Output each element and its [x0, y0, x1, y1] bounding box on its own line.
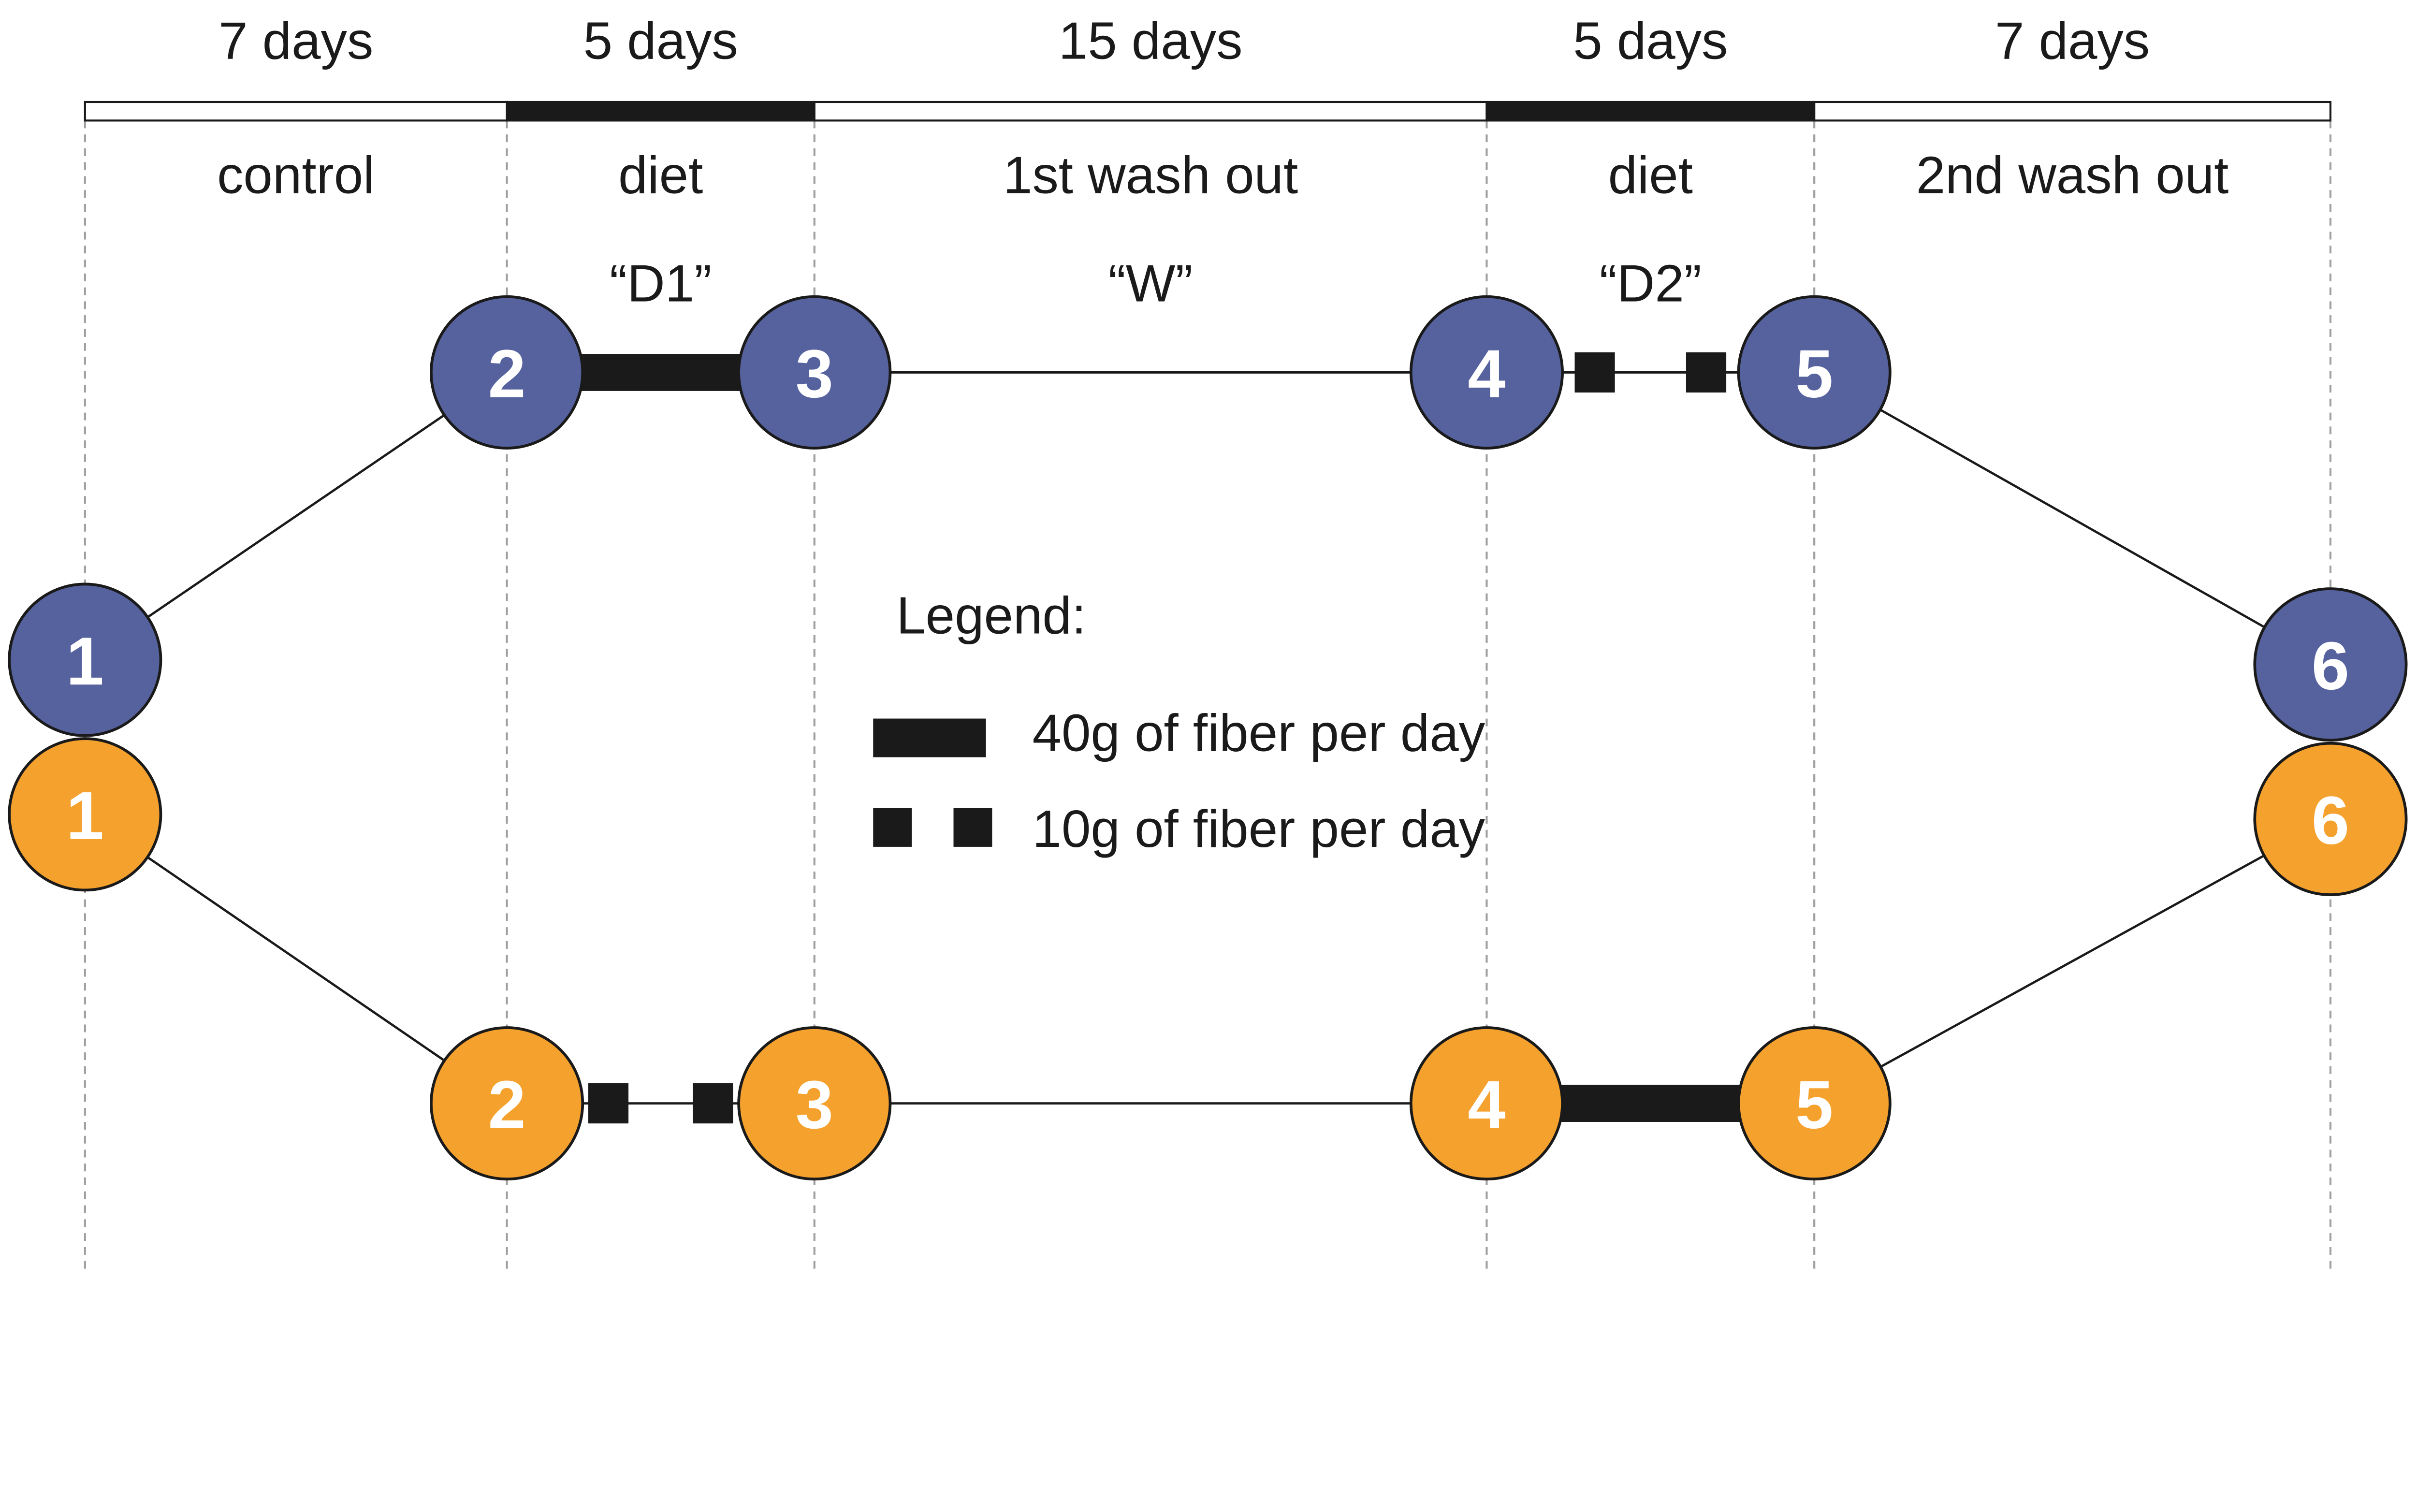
timepoint-node: 6: [2253, 741, 2408, 896]
legend-item-label: 10g of fiber per day: [1033, 800, 1485, 858]
legend-title: Legend:: [896, 587, 1086, 645]
node-number: 2: [488, 336, 525, 412]
phase-duration: 5 days: [583, 12, 738, 70]
link-line: [1814, 371, 2331, 666]
node-circle: [1737, 295, 1892, 450]
legend-dotted-swatch-1: [873, 808, 912, 847]
node-number: 2: [488, 1067, 525, 1143]
node-circle: [1737, 1026, 1892, 1181]
phases: 7 days control 5 days diet “D1” 15 days 1st wa…: [84, 12, 2332, 1269]
timepoint-node: 6: [2253, 587, 2408, 742]
low-fiber-marker: [693, 1083, 733, 1124]
node-number: 6: [2312, 783, 2349, 858]
node-circle: [737, 1026, 892, 1181]
phase-label: 1st wash out: [1003, 146, 1298, 205]
timepoint-node: 2: [430, 1026, 584, 1181]
phase-bar: [506, 101, 815, 122]
node-number: 3: [796, 336, 833, 412]
phase-code: “D1”: [610, 254, 712, 313]
node-number: 3: [796, 1067, 833, 1143]
timepoint-node: 3: [737, 1026, 892, 1181]
node-circle: [2253, 587, 2408, 742]
timepoint-node: 1: [8, 582, 162, 737]
link-line: [1814, 818, 2331, 1105]
timepoint-node: 2: [430, 295, 584, 450]
legend-thick-swatch: [873, 718, 986, 757]
phase-bar: [813, 101, 1488, 122]
phase-code: “W”: [1108, 254, 1193, 313]
node-number: 1: [66, 623, 104, 699]
phase-bar: [84, 101, 508, 122]
timepoint-node: 1: [8, 737, 162, 892]
phase-duration: 5 days: [1573, 12, 1728, 70]
low-fiber-marker: [1686, 352, 1727, 393]
nodes: 1 2 3 4 5 6 1 2 3 4 5 6: [8, 295, 2408, 1181]
timepoint-node: 3: [737, 295, 892, 450]
node-number: 5: [1795, 1067, 1833, 1143]
legend-dotted-swatch-2: [953, 808, 992, 847]
node-number: 5: [1795, 336, 1833, 412]
timepoint-node: 5: [1737, 295, 1892, 450]
node-number: 6: [2312, 628, 2349, 704]
node-circle: [430, 295, 584, 450]
node-circle: [1409, 1026, 1564, 1181]
phase-duration: 7 days: [1995, 12, 2150, 70]
link-line: [84, 813, 508, 1105]
node-number: 4: [1468, 1067, 1505, 1143]
timepoint-node: 4: [1409, 295, 1564, 450]
phase-label: diet: [618, 146, 703, 205]
phase-label: control: [217, 146, 375, 205]
node-circle: [8, 582, 162, 737]
phase-bar: [1813, 101, 2332, 122]
node-circle: [2253, 741, 2408, 896]
phase-label: 2nd wash out: [1916, 146, 2229, 205]
phase-duration: 7 days: [218, 12, 373, 70]
low-fiber-marker: [1574, 352, 1615, 393]
node-circle: [8, 737, 162, 892]
node-circle: [430, 1026, 584, 1181]
node-number: 1: [66, 778, 104, 854]
timepoint-node: 4: [1409, 1026, 1564, 1181]
phase-duration: 15 days: [1059, 12, 1243, 70]
legend-item-label: 40g of fiber per day: [1033, 704, 1485, 763]
link-line: [84, 371, 508, 661]
phase-bar: [1485, 101, 1816, 122]
phase-label: diet: [1608, 146, 1693, 205]
node-circle: [737, 295, 892, 450]
node-number: 4: [1468, 336, 1505, 412]
phase-code: “D2”: [1600, 254, 1702, 313]
timepoint-node: 5: [1737, 1026, 1892, 1181]
legend: Legend: 40g of fiber per day 10g of fibe…: [873, 587, 1485, 858]
low-fiber-marker: [588, 1083, 629, 1124]
node-circle: [1409, 295, 1564, 450]
